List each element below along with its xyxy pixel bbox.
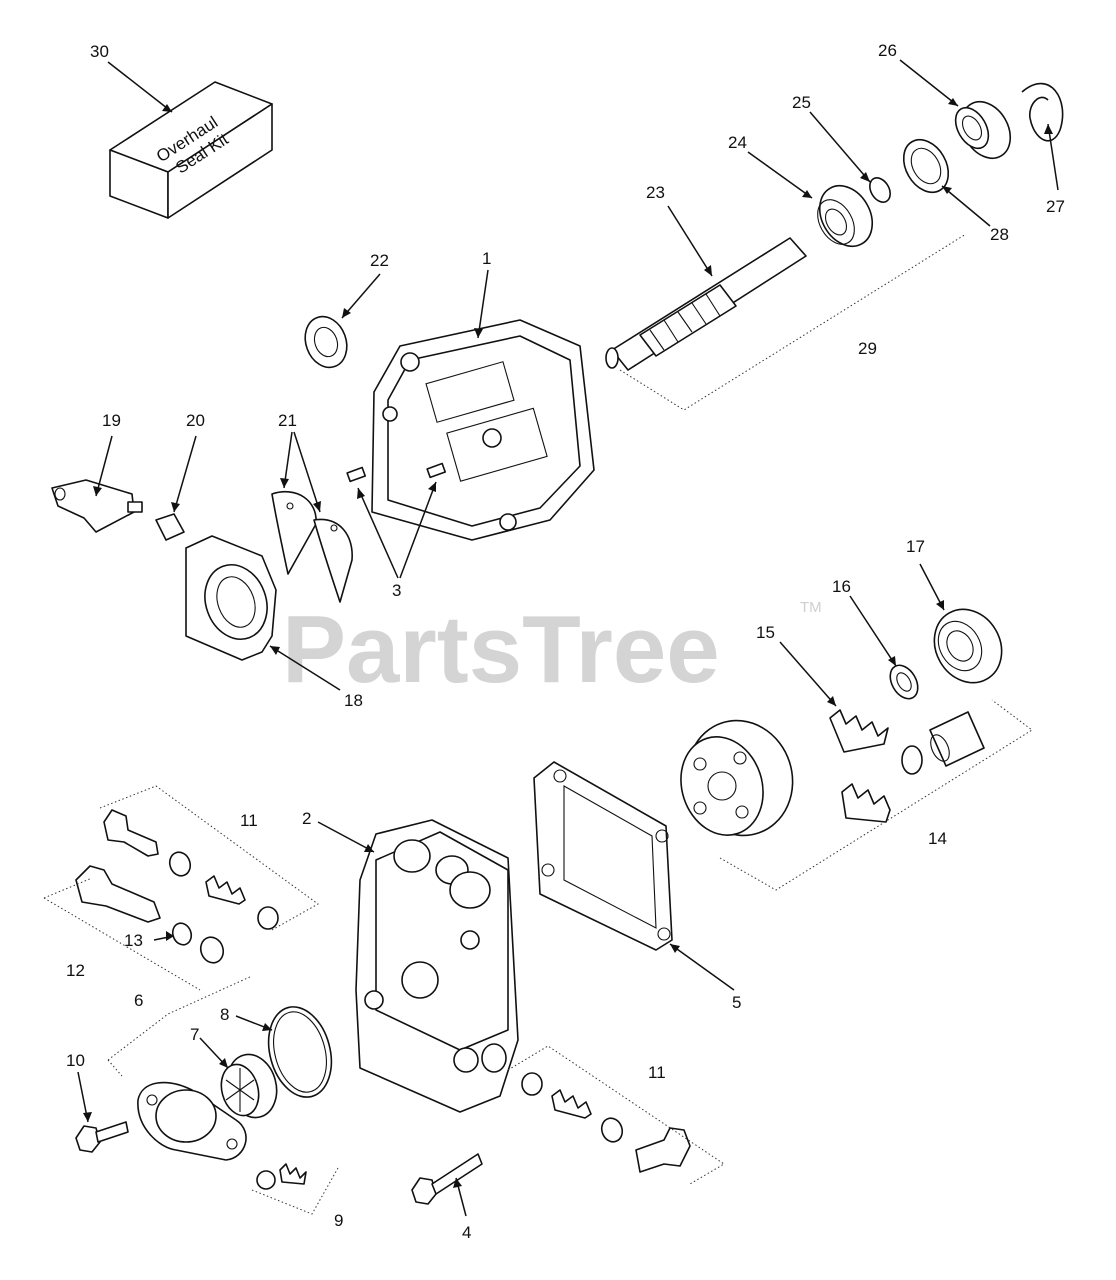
group-11-upper-bracket xyxy=(99,785,319,931)
watermark-trademark: TM xyxy=(800,599,822,616)
callout-10: 10 xyxy=(66,1051,85,1070)
callout-13: 13 xyxy=(124,931,143,950)
callout-30: 30 xyxy=(90,42,109,61)
callout-18: 18 xyxy=(344,691,363,710)
part-5-gasket[interactable] xyxy=(533,761,673,951)
part-12-relief-valve[interactable] xyxy=(75,865,227,966)
group-29-bracket xyxy=(619,233,967,411)
callout-6: 6 xyxy=(134,991,143,1010)
callout-4: 4 xyxy=(462,1223,471,1242)
callout-11-upper: 11 xyxy=(240,811,258,830)
part-3-pins[interactable] xyxy=(346,462,447,483)
callout-12: 12 xyxy=(66,961,85,980)
part-8-o-ring[interactable] xyxy=(259,1000,341,1104)
callout-15: 15 xyxy=(756,623,775,642)
seal-kit-box[interactable]: Overhaul Seal Kit xyxy=(109,81,273,219)
part-17-bearing[interactable] xyxy=(921,597,1014,695)
callout-22: 22 xyxy=(370,251,389,270)
part-27-snap-ring[interactable] xyxy=(1021,82,1064,142)
callout-5: 5 xyxy=(732,993,741,1012)
part-4-bolt[interactable] xyxy=(411,1153,483,1205)
part-2-end-cap[interactable] xyxy=(355,819,519,1113)
part-23-shaft[interactable] xyxy=(605,237,807,371)
callout-21: 21 xyxy=(278,411,297,430)
part-19-lever[interactable] xyxy=(51,479,143,533)
part-16-washer[interactable] xyxy=(885,660,924,703)
group-11-lower-bracket xyxy=(507,1045,725,1185)
part-18-swashplate[interactable] xyxy=(185,535,277,661)
part-7-gerotor[interactable] xyxy=(216,1049,284,1123)
callout-24: 24 xyxy=(728,133,747,152)
callout-9: 9 xyxy=(334,1211,343,1230)
watermark-text: PartsTree xyxy=(282,596,720,703)
callout-7: 7 xyxy=(190,1025,199,1044)
part-10-bolt[interactable] xyxy=(75,1121,129,1153)
part-1-housing[interactable] xyxy=(371,319,595,541)
part-21-plates[interactable] xyxy=(271,490,353,603)
part-11-lower-valve[interactable] xyxy=(521,1072,691,1173)
part-6-cover[interactable] xyxy=(137,1081,247,1161)
callout-14: 14 xyxy=(928,829,947,848)
group-6-bracket xyxy=(107,975,253,1077)
part-28-seal[interactable] xyxy=(895,132,958,200)
callout-11-lower: 11 xyxy=(648,1063,666,1082)
callout-17: 17 xyxy=(906,537,925,556)
callout-3: 3 xyxy=(392,581,401,600)
callout-2: 2 xyxy=(302,809,311,828)
part-24-bearing[interactable] xyxy=(809,176,883,255)
callout-29: 29 xyxy=(858,339,877,358)
part-14-cylinder-block[interactable] xyxy=(669,707,985,849)
callout-19: 19 xyxy=(102,411,121,430)
callout-28: 28 xyxy=(990,225,1009,244)
callout-16: 16 xyxy=(832,577,851,596)
callout-1: 1 xyxy=(482,249,491,268)
callout-23: 23 xyxy=(646,183,665,202)
part-15-spring[interactable] xyxy=(829,709,889,753)
callout-20: 20 xyxy=(186,411,205,430)
callout-25: 25 xyxy=(792,93,811,112)
group-9-bracket xyxy=(251,1167,339,1215)
callout-27: 27 xyxy=(1046,197,1065,216)
part-22-seal[interactable] xyxy=(298,311,353,374)
group-12-bracket xyxy=(43,877,201,991)
part-9-check-valve[interactable] xyxy=(256,1163,307,1190)
group-14-bracket xyxy=(719,699,1033,891)
part-11-upper-valve[interactable] xyxy=(103,809,279,930)
part-26-bearing[interactable] xyxy=(949,93,1020,167)
part-25-ring[interactable] xyxy=(866,174,895,206)
part-20-block[interactable] xyxy=(155,513,185,541)
callout-8: 8 xyxy=(220,1005,229,1024)
callout-26: 26 xyxy=(878,41,897,60)
